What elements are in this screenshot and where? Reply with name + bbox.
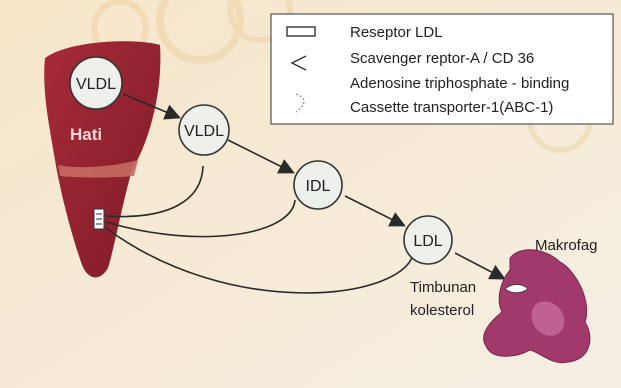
cholesterol-label-line2: kolesterol [410,302,474,319]
node-vldl: VLDL [179,105,229,155]
legend-item-1: Reseptor LDL [350,24,443,41]
node-liver-vldl-label: VLDL [76,76,116,93]
node-ldl: LDL [404,216,452,264]
node-vldl-label: VLDL [184,123,224,140]
node-idl: IDL [294,161,342,209]
node-ldl-label: LDL [413,233,442,250]
legend-item-2: Scavenger reptor-A / CD 36 [350,50,534,67]
rectangle-receptor-icon [287,27,315,36]
cholesterol-label-line1: Timbunan [410,279,476,296]
liver-label: Hati [70,125,102,144]
macrophage-label: Makrofag [535,237,598,254]
legend-item-3: Adenosine triphosphate - binding [350,75,569,92]
node-liver-vldl: VLDL [70,57,122,109]
legend-item-4: Cassette transporter-1(ABC-1) [350,99,553,116]
node-idl-label: IDL [306,178,331,195]
